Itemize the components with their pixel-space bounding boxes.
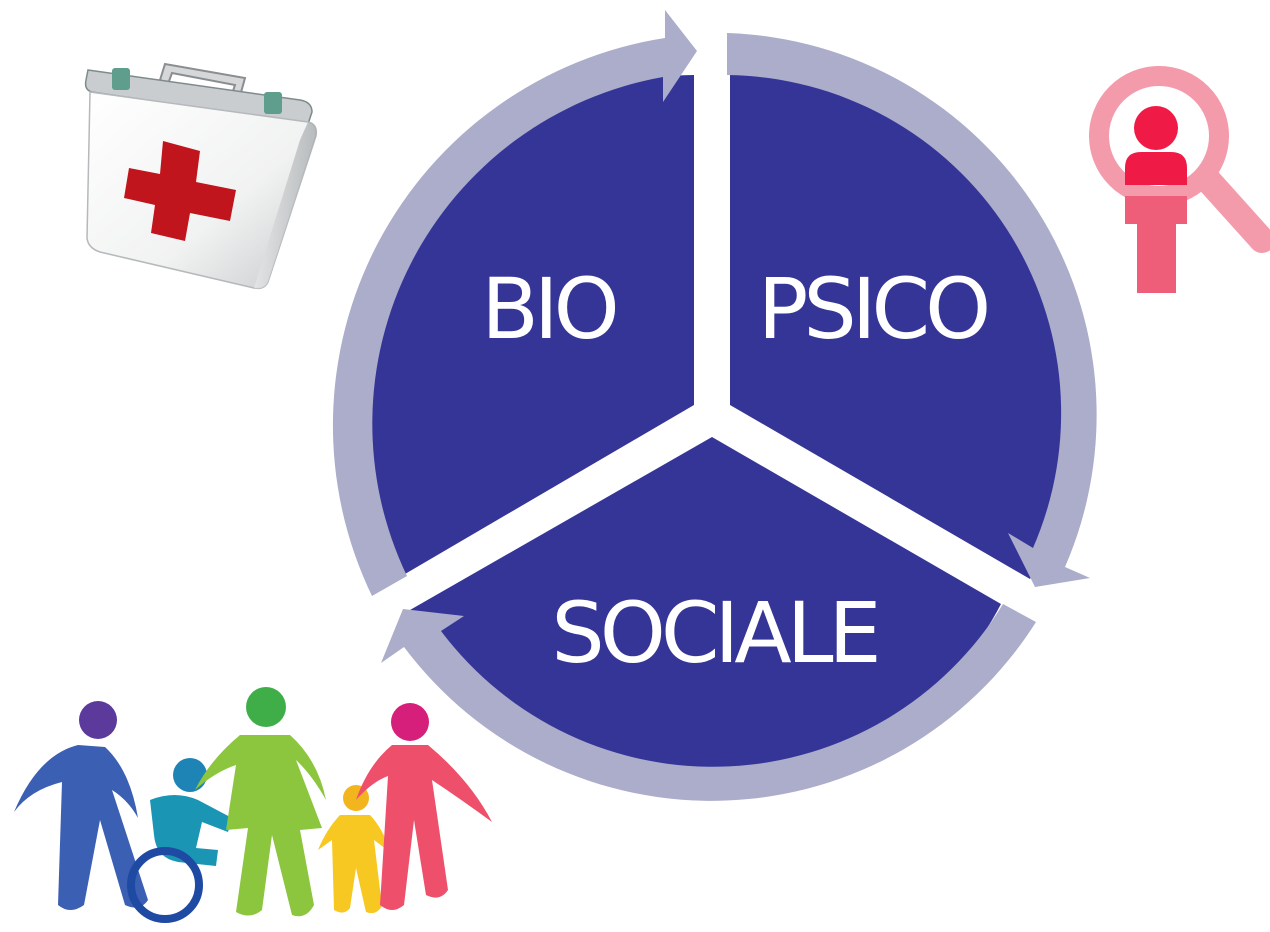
person-search-icon bbox=[1089, 66, 1270, 293]
cycle-arrows bbox=[332, 10, 1097, 801]
family-group-icon bbox=[14, 687, 492, 923]
segment-label-bio: BIO bbox=[481, 260, 615, 358]
arrow-sociale-to-bio bbox=[381, 604, 1036, 801]
segment-label-sociale: SOCIALE bbox=[551, 584, 876, 682]
arrow-psico-to-sociale bbox=[727, 33, 1097, 587]
segment-label-psico: PSICO bbox=[758, 260, 987, 358]
arrow-bio-to-psico bbox=[332, 10, 697, 596]
first-aid-kit-icon bbox=[84, 62, 318, 290]
segment-sociale bbox=[410, 437, 1001, 785]
